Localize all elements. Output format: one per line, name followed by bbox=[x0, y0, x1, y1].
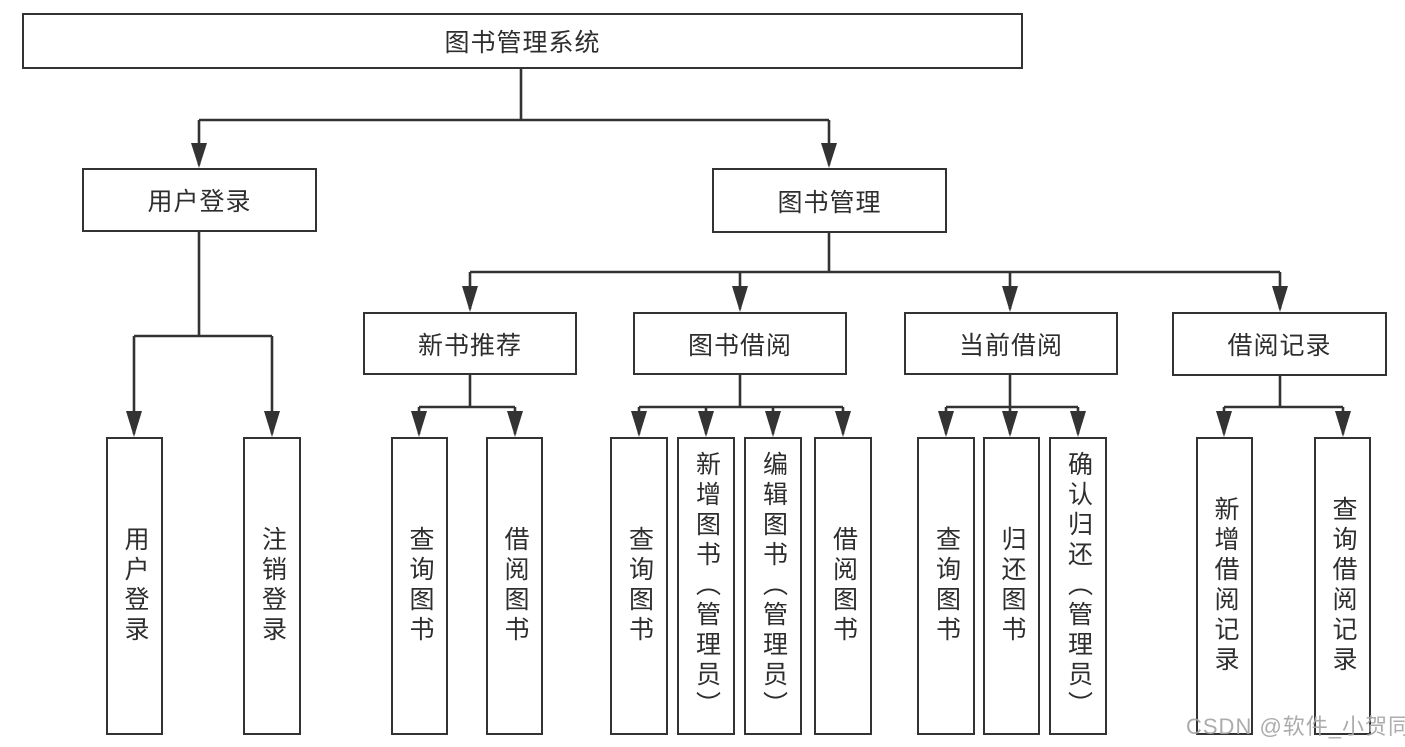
leaf-label: 新增图书（管理员） bbox=[692, 451, 721, 721]
leaf-label: 查询借阅记录 bbox=[1329, 496, 1357, 676]
leaf-label: 编辑图书（管理员） bbox=[759, 451, 788, 721]
node-new-book-recommendation: 新书推荐 bbox=[363, 312, 577, 375]
node-book-management: 图书管理 bbox=[712, 168, 947, 233]
leaf-label: 借阅图书 bbox=[829, 526, 858, 646]
node-label: 用户登录 bbox=[147, 188, 252, 216]
node-root: 图书管理系统 bbox=[22, 13, 1023, 69]
node-current-borrowing: 当前借阅 bbox=[904, 312, 1118, 375]
node-label: 当前借阅 bbox=[958, 331, 1063, 360]
leaf-return-book: 归还图书 bbox=[983, 437, 1040, 735]
leaf-label: 查询图书 bbox=[406, 526, 434, 646]
node-label: 图书管理系统 bbox=[444, 29, 601, 57]
leaf-edit-book-admin: 编辑图书（管理员） bbox=[744, 437, 802, 735]
leaf-confirm-return-admin: 确认归还（管理员） bbox=[1049, 437, 1107, 735]
leaf-add-borrow-record: 新增借阅记录 bbox=[1196, 437, 1253, 735]
node-book-borrowing: 图书借阅 bbox=[633, 312, 847, 375]
leaf-logout: 注销登录 bbox=[243, 437, 301, 735]
leaf-label: 用户登录 bbox=[121, 526, 149, 646]
leaf-label: 确认归还（管理员） bbox=[1064, 451, 1093, 721]
leaf-add-book-admin: 新增图书（管理员） bbox=[677, 437, 735, 735]
leaf-user-login: 用户登录 bbox=[106, 437, 163, 735]
leaf-query-books: 查询图书 bbox=[917, 437, 975, 735]
leaf-query-books: 查询图书 bbox=[391, 437, 448, 735]
node-user-login: 用户登录 bbox=[82, 168, 317, 232]
leaf-query-books: 查询图书 bbox=[610, 437, 668, 735]
leaf-label: 查询图书 bbox=[625, 526, 654, 646]
leaf-borrow-books: 借阅图书 bbox=[814, 437, 872, 735]
leaf-borrow-books: 借阅图书 bbox=[486, 437, 543, 735]
leaf-label: 新增借阅记录 bbox=[1211, 496, 1239, 676]
leaf-label: 借阅图书 bbox=[501, 526, 529, 646]
node-label: 图书管理 bbox=[777, 188, 882, 217]
node-borrowing-records: 借阅记录 bbox=[1172, 312, 1387, 376]
leaf-label: 归还图书 bbox=[998, 526, 1026, 646]
watermark: CSDN @软件_小贺同学 bbox=[1186, 714, 1405, 739]
node-label: 新书推荐 bbox=[417, 331, 522, 360]
node-label: 借阅记录 bbox=[1227, 332, 1332, 360]
node-label: 图书借阅 bbox=[687, 331, 792, 360]
leaf-label: 查询图书 bbox=[932, 526, 961, 646]
leaf-label: 注销登录 bbox=[258, 526, 287, 646]
leaf-query-borrow-record: 查询借阅记录 bbox=[1314, 437, 1371, 735]
